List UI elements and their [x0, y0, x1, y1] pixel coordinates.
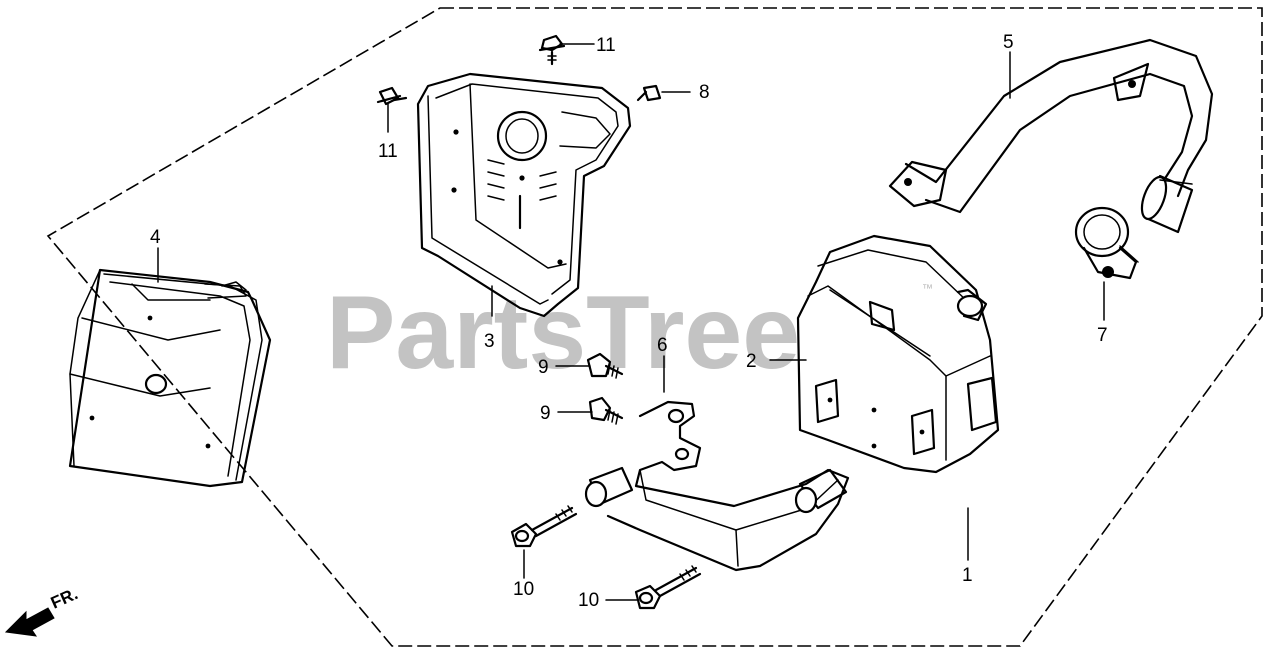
front-direction-label: FR.	[48, 584, 81, 612]
screw-8[interactable]	[636, 84, 662, 102]
clamp-part[interactable]	[1074, 206, 1139, 280]
callout-10-bottom: 10	[578, 590, 599, 611]
long-bolt-10-bottom[interactable]	[634, 565, 702, 610]
callout-11-top: 11	[596, 35, 616, 56]
assembly-boundary	[46, 7, 1263, 647]
callout-1: 1	[962, 565, 973, 586]
flange-bolt-top[interactable]	[538, 34, 566, 66]
flange-bolt-9-lower[interactable]	[588, 396, 624, 425]
front-direction-arrow: FR.	[4, 584, 81, 637]
callout-5: 5	[1003, 32, 1014, 53]
flange-bolt-left[interactable]	[376, 86, 408, 106]
muffler-cover-part[interactable]	[416, 72, 632, 318]
muffler-protector-part[interactable]	[68, 268, 272, 488]
callout-2: 2	[746, 351, 757, 372]
callout-11-left: 11	[378, 141, 398, 162]
long-bolt-10-left[interactable]	[510, 505, 578, 548]
callout-6: 6	[657, 335, 668, 356]
callout-7: 7	[1097, 325, 1108, 346]
watermark-trademark: ™	[922, 283, 933, 295]
callout-4: 4	[150, 227, 161, 248]
callout-8: 8	[699, 82, 710, 103]
flange-bolt-9-upper[interactable]	[586, 352, 624, 379]
callout-9-upper: 9	[538, 357, 549, 378]
muffler-part[interactable]	[796, 234, 1000, 474]
callout-10-left: 10	[513, 579, 534, 600]
callout-9-lower: 9	[540, 403, 551, 424]
exhaust-pipe-part[interactable]	[888, 38, 1214, 234]
leader-lines	[157, 43, 1105, 601]
watermark-text: PartsTree	[326, 275, 800, 391]
muffler-stay-part[interactable]	[584, 400, 850, 572]
callout-3: 3	[484, 331, 495, 352]
